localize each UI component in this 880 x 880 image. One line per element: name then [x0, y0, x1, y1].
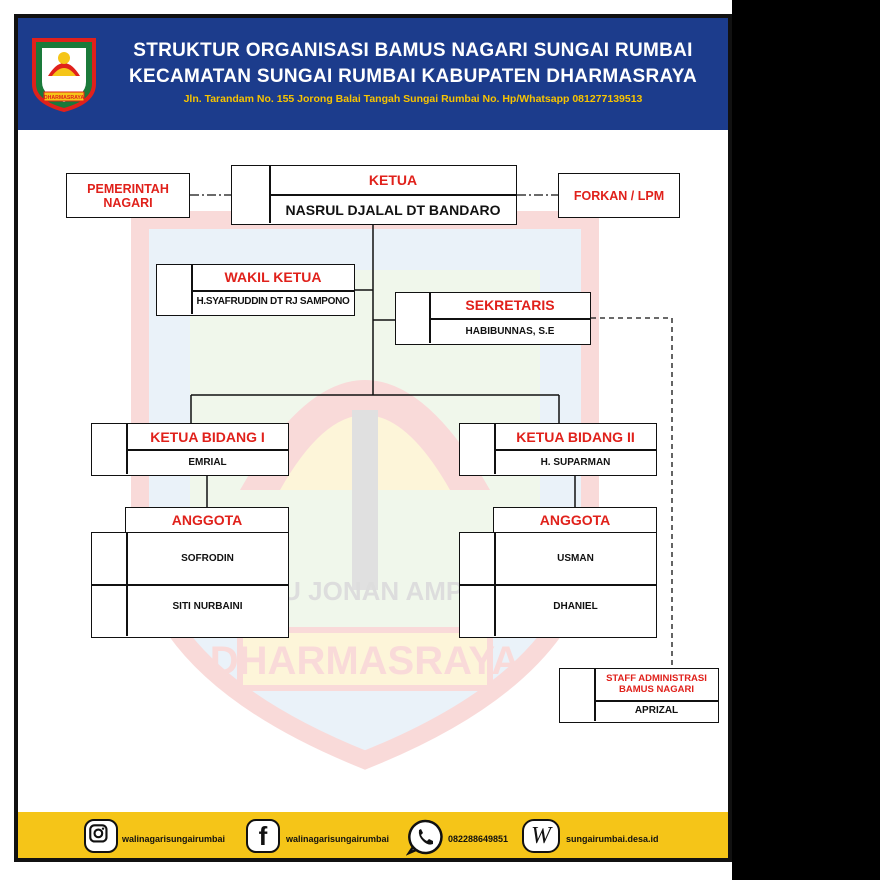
website-url: sungairumbai.desa.id	[566, 834, 659, 844]
forkan-lpm-label: FORKAN / LPM	[573, 189, 665, 203]
website-icon: W	[522, 819, 560, 853]
pemerintah-nagari-box: PEMERINTAH NAGARI	[66, 173, 190, 218]
ketua-box: KETUA NASRUL DJALAL DT BANDARO	[231, 165, 517, 225]
footer-bar	[18, 812, 728, 858]
anggota-2-role: ANGGOTA	[539, 512, 611, 528]
wakil-ketua-name: H.SYAFRUDDIN DT RJ SAMPONO	[196, 296, 350, 307]
ketua-bidang-1-box: KETUA BIDANG I EMRIAL	[91, 423, 289, 476]
sekretaris-name: HABIBUNNAS, S.E	[465, 326, 555, 337]
staff-role-line-2: BAMUS NAGARI	[619, 684, 694, 695]
anggota-2-member-2: DHANIEL	[553, 601, 598, 612]
title-line-1: STRUKTUR ORGANISASI BAMUS NAGARI SUNGAI …	[133, 40, 693, 61]
header-banner	[18, 18, 728, 130]
watermark-name: DHARMASRAYA	[210, 639, 520, 683]
anggota-2-header: ANGGOTA	[493, 507, 657, 534]
forkan-lpm-box: FORKAN / LPM	[558, 173, 680, 218]
ketua-bidang-1-name: EMRIAL	[188, 457, 227, 468]
anggota-2-member-1: USMAN	[557, 553, 594, 564]
whatsapp-icon	[405, 818, 444, 856]
staff-role-line-1: STAFF ADMINISTRASI	[606, 673, 707, 684]
wakil-ketua-box: WAKIL KETUA H.SYAFRUDDIN DT RJ SAMPONO	[156, 264, 355, 316]
whatsapp-number: 082288649851	[448, 834, 509, 844]
ketua-bidang-2-name: H. SUPARMAN	[540, 457, 611, 468]
black-side-bar	[732, 0, 880, 880]
anggota-2-list: USMAN DHANIEL	[459, 532, 657, 638]
facebook-handle: walinagarisungairumbai	[286, 834, 390, 844]
dharmasraya-logo-icon: DHARMASRAYA	[32, 38, 96, 112]
staff-administrasi-box: STAFF ADMINISTRASI BAMUS NAGARI APRIZAL	[559, 668, 719, 723]
logo-banner-text: DHARMASRAYA	[44, 95, 85, 101]
sekretaris-box: SEKRETARIS HABIBUNNAS, S.E	[395, 292, 591, 345]
ketua-name: NASRUL DJALAL DT BANDARO	[285, 202, 501, 218]
ketua-bidang-2-role: KETUA BIDANG II	[516, 429, 635, 445]
instagram-icon	[84, 819, 118, 853]
wakil-ketua-role: WAKIL KETUA	[224, 269, 322, 285]
title-line-2: KECAMATAN SUNGAI RUMBAI KABUPATEN DHARMA…	[128, 66, 698, 87]
anggota-1-member-1: SOFRODIN	[181, 553, 234, 564]
ketua-bidang-1-role: KETUA BIDANG I	[150, 429, 265, 445]
facebook-icon: f	[246, 819, 280, 853]
pemerintah-nagari-label: PEMERINTAH NAGARI	[87, 182, 169, 210]
anggota-1-role: ANGGOTA	[171, 512, 243, 528]
sekretaris-role: SEKRETARIS	[465, 297, 555, 313]
ketua-bidang-2-box: KETUA BIDANG II H. SUPARMAN	[459, 423, 657, 476]
anggota-1-member-2: SITI NURBAINI	[172, 601, 243, 612]
ketua-role: KETUA	[368, 172, 418, 188]
address-line: Jln. Tarandam No. 155 Jorong Balai Tanga…	[183, 93, 643, 105]
anggota-1-list: SOFRODIN SITI NURBAINI	[91, 532, 289, 638]
instagram-handle: walinagarisungairumbai	[122, 834, 226, 844]
staff-name: APRIZAL	[634, 705, 679, 716]
anggota-1-header: ANGGOTA	[125, 507, 289, 534]
